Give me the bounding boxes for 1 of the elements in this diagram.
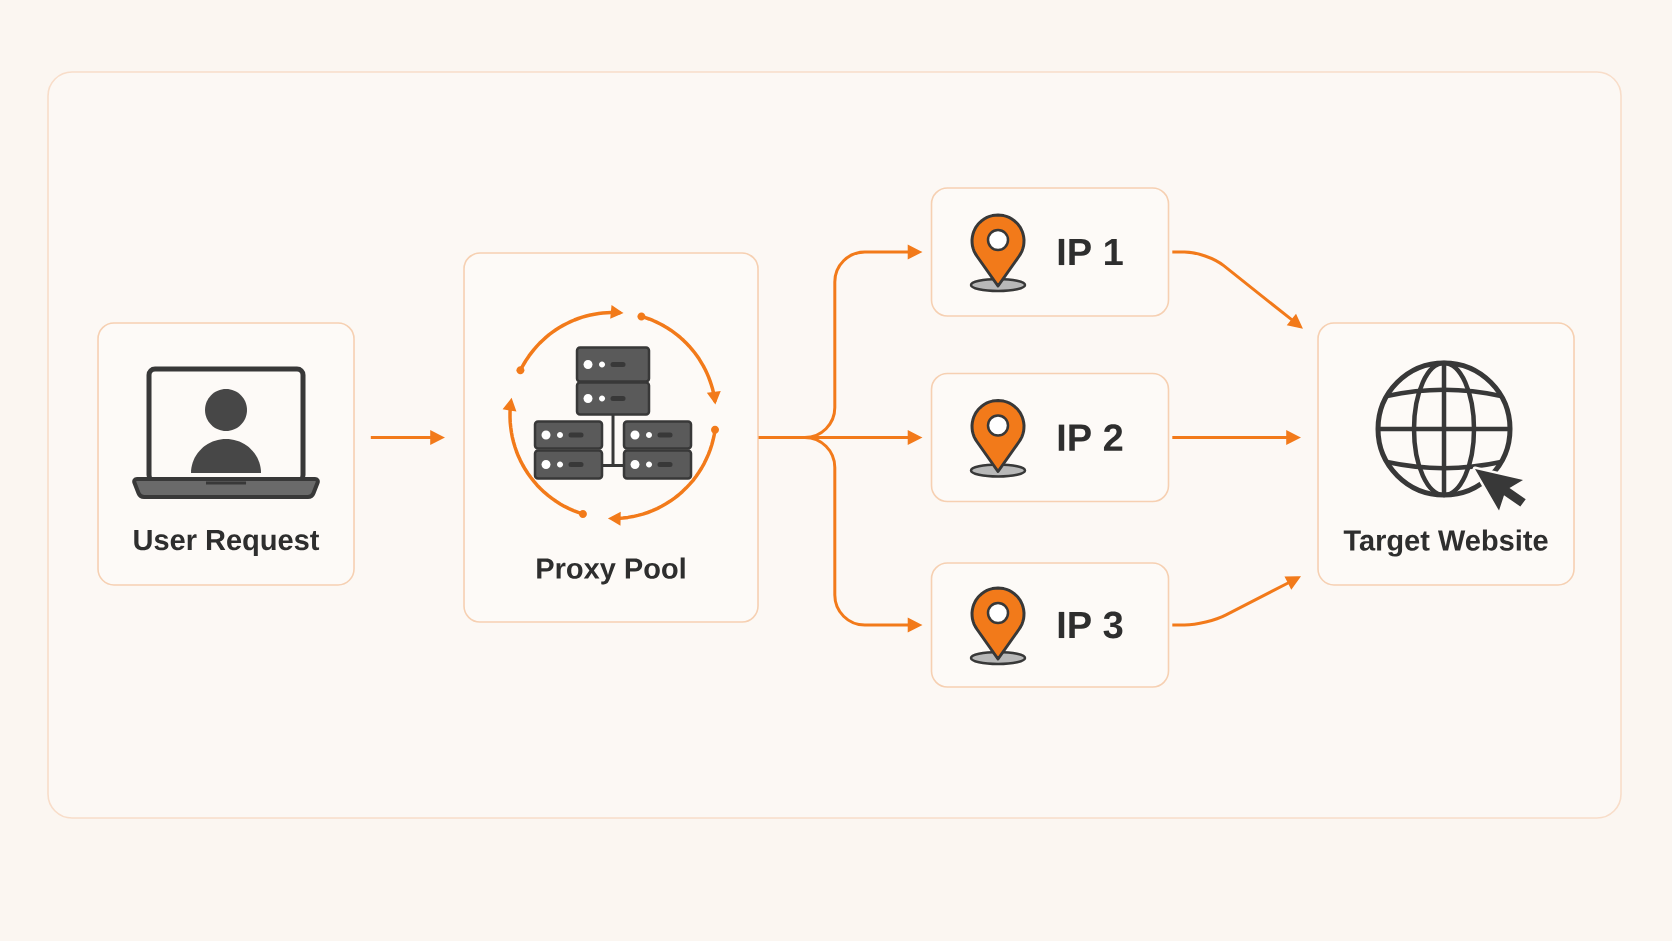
process-box: Target Website <box>1317 322 1575 586</box>
